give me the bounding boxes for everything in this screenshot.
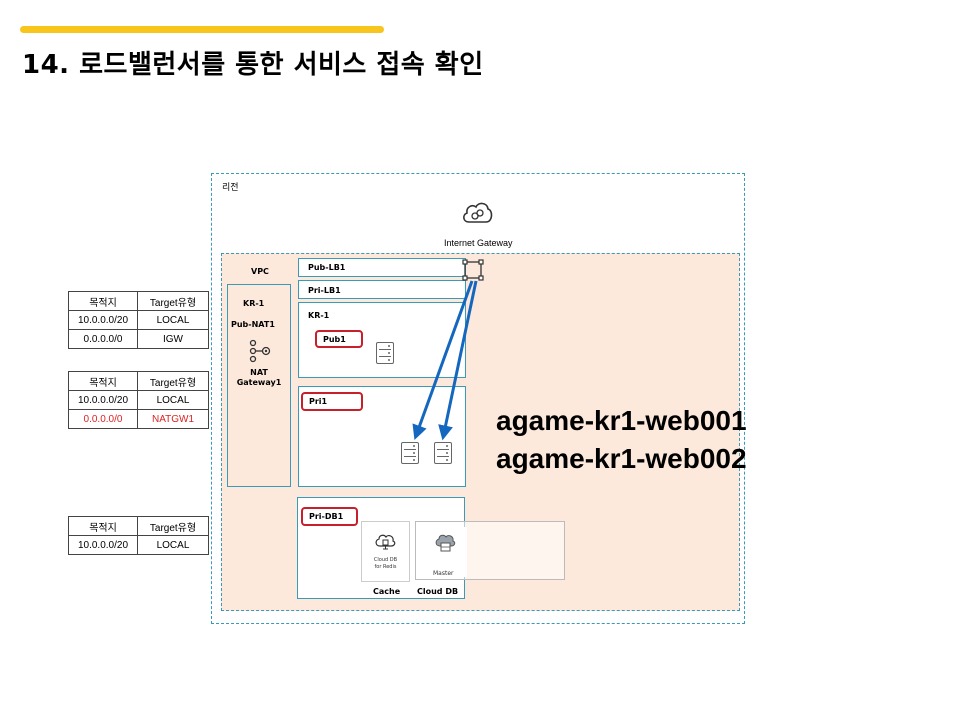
redis-icon — [375, 534, 396, 550]
route-table-db: 목적지 Target유형 10.0.0.0/20 LOCAL — [68, 516, 209, 555]
server-icon — [401, 442, 419, 464]
route-table-public: 목적지 Target유형 10.0.0.0/20 LOCAL 0.0.0.0/0… — [68, 291, 209, 349]
table-header: Target유형 — [137, 516, 209, 536]
clouddb-label: Cloud DB — [417, 587, 459, 596]
table-cell: NATGW1 — [137, 409, 209, 429]
vpc-label: VPC — [251, 267, 269, 276]
nat-label: NAT Gateway1 — [227, 368, 291, 388]
page-title: 14. 로드밸런서를 통한 서비스 접속 확인 — [22, 50, 484, 80]
master-label: Master — [433, 570, 454, 577]
region-box — [211, 173, 745, 624]
load-balancer-icon — [462, 259, 484, 281]
nat-label-line2: Gateway1 — [236, 378, 282, 387]
pub1-subnet-tag: Pub1 — [315, 330, 363, 348]
database-icon — [435, 534, 456, 552]
redis-card — [361, 521, 410, 582]
server-name-web001: agame-kr1-web001 — [496, 405, 747, 436]
redis-label-line2: for Redis — [374, 564, 397, 570]
server-names: agame-kr1-web001 agame-kr1-web002 — [496, 402, 747, 478]
pub1-label: Pub1 — [323, 335, 346, 344]
cloud-icon — [463, 202, 493, 223]
pri-db-subnet-tag: Pri-DB1 — [301, 507, 358, 526]
title-accent-bar — [20, 26, 384, 33]
table-header: 목적지 — [68, 291, 138, 311]
pub-lb-label: Pub-LB1 — [308, 263, 346, 272]
table-cell: LOCAL — [137, 390, 209, 410]
table-header: Target유형 — [137, 291, 209, 311]
table-header: 목적지 — [68, 516, 138, 536]
table-header: 목적지 — [68, 371, 138, 391]
table-cell: LOCAL — [137, 535, 209, 555]
kr1-left-label: KR-1 — [243, 299, 265, 308]
pub-nat-label: Pub-NAT1 — [231, 320, 275, 329]
table-cell: LOCAL — [137, 310, 209, 330]
pri1-subnet-tag: Pri1 — [301, 392, 363, 411]
pri-lb-label: Pri-LB1 — [308, 286, 341, 295]
server-name-web002: agame-kr1-web002 — [496, 443, 747, 474]
table-cell: 0.0.0.0/0 — [68, 329, 138, 349]
cache-label: Cache — [373, 587, 401, 596]
kr1-left-zone — [227, 284, 291, 487]
table-cell: 10.0.0.0/20 — [68, 310, 138, 330]
nat-gateway-icon — [249, 339, 271, 363]
table-cell: 0.0.0.0/0 — [68, 409, 138, 429]
redis-label-line1: Cloud DB — [373, 557, 398, 563]
table-cell: 10.0.0.0/20 — [68, 535, 138, 555]
igw-label: Internet Gateway — [444, 238, 513, 248]
kr1-right-label: KR-1 — [308, 311, 330, 320]
redis-label: Cloud DB for Redis — [361, 557, 410, 571]
region-label: 리전 — [222, 183, 239, 193]
pri-db-label: Pri-DB1 — [309, 512, 344, 521]
nat-label-line1: NAT — [250, 368, 268, 377]
pri1-label: Pri1 — [309, 397, 328, 406]
table-header: Target유형 — [137, 371, 209, 391]
table-cell: IGW — [137, 329, 209, 349]
server-icon — [376, 342, 394, 364]
server-icon — [434, 442, 452, 464]
route-table-private: 목적지 Target유형 10.0.0.0/20 LOCAL 0.0.0.0/0… — [68, 371, 209, 429]
table-cell: 10.0.0.0/20 — [68, 390, 138, 410]
